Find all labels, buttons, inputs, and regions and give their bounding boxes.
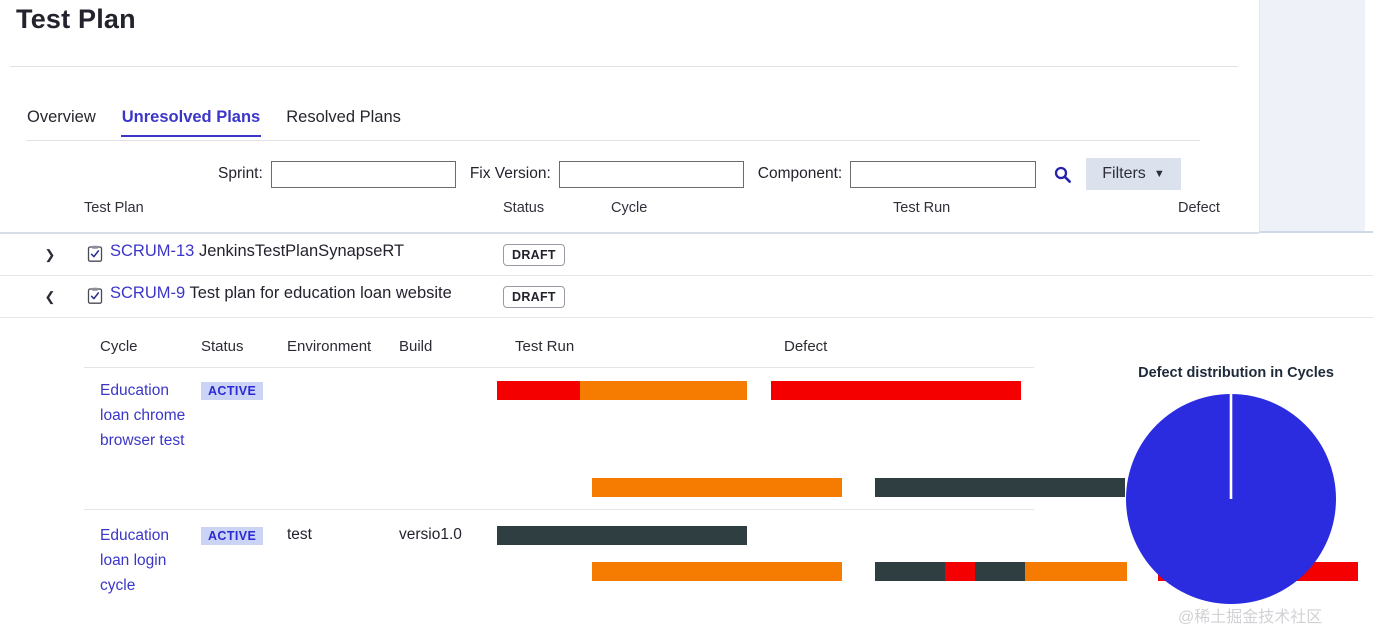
status-badge[interactable]: DRAFT [503,286,565,308]
plan-summary: Test plan for education loan website [189,284,452,302]
column-header-test-plan: Test Plan [84,200,144,216]
page-title: Test Plan [16,4,136,34]
filters-button[interactable]: Filters ▼ [1086,158,1181,190]
plan-key: SCRUM-13 [110,242,195,260]
search-icon[interactable] [1050,162,1074,186]
chart-title: Defect distribution in Cycles [1138,365,1334,381]
progress-segment-1 [875,478,1125,497]
plan-link[interactable]: SCRUM-9 Test plan for education loan web… [110,284,452,303]
cycle-build: versio1.0 [399,526,462,543]
table-row[interactable]: ❯ SCRUM-13 JenkinsTestPlanSynapseRT DRAF… [0,234,1373,497]
sprint-input[interactable] [270,160,456,188]
component-label: Component: [757,165,843,182]
fix-version-label: Fix Version: [469,165,551,182]
cycle-testrun-progress-bar[interactable] [497,381,747,400]
subcolumn-header-test-run: Test Run [515,338,575,355]
cycle-row[interactable]: Education loan chrome browser test ACTIV… [84,378,1034,510]
chevron-right-icon[interactable]: ❯ [44,247,56,262]
progress-segment-1 [592,478,842,497]
filter-bar: Sprint: Fix Version: Component: Filters … [218,158,1181,190]
row-divider [0,275,1373,276]
tab-unresolved-plans[interactable]: Unresolved Plans [120,108,262,137]
cycle-link[interactable]: Education loan login cycle [100,527,169,594]
column-header-test-run: Test Run [893,200,951,216]
subcolumn-header-defect: Defect [784,338,828,355]
right-side-panel [1259,0,1365,232]
defect-distribution-chart: Defect distribution in Cycles [1120,360,1350,625]
cycle-subtable: Cycle Status Environment Build Test Run … [84,326,1034,370]
subcolumn-header-cycle: Cycle [100,338,138,355]
subtable-header-divider [84,367,1034,368]
cycle-status-badge[interactable]: ACTIVE [201,382,264,400]
cycle-defect-progress-bar[interactable] [771,526,1021,545]
testrun-progress-bar[interactable] [875,478,1125,497]
title-divider [10,66,1238,67]
cycle-environment: test [287,526,312,543]
progress-segment-2 [945,562,976,581]
watermark: @稀土掘金技术社区 [1178,609,1323,626]
cycle-progress-bar[interactable] [592,478,842,497]
cycle-subtable-header: Cycle Status Environment Build Test Run … [84,326,1034,370]
cycle-progress-bar[interactable] [592,562,842,581]
chevron-down-icon: ▼ [1153,168,1165,180]
plan-link[interactable]: SCRUM-13 JenkinsTestPlanSynapseRT [110,242,404,261]
subcolumn-header-environment: Environment [287,338,372,355]
sprint-label: Sprint: [218,165,263,182]
row-divider [0,317,1373,318]
progress-segment-1 [771,381,1021,400]
filters-button-label: Filters [1102,165,1146,182]
cycle-row[interactable]: Education loan login cycle ACTIVE test v… [84,523,1034,628]
cycle-testrun-progress-bar[interactable] [497,526,747,545]
fix-version-input[interactable] [558,160,744,188]
column-header-cycle: Cycle [611,200,648,216]
tab-resolved-plans[interactable]: Resolved Plans [286,108,401,126]
tab-bar: Overview Unresolved Plans Resolved Plans [26,108,402,140]
plan-summary: JenkinsTestPlanSynapseRT [198,242,405,260]
test-plan-clipboard-icon[interactable] [86,245,104,263]
test-plan-clipboard-icon[interactable] [86,287,104,305]
right-side-panel-edge [1259,231,1373,233]
cycle-link[interactable]: Education loan chrome browser test [100,382,186,449]
progress-segment-1 [875,562,946,581]
table-header-divider [0,232,1259,234]
column-header-status: Status [503,200,545,216]
cycle-defect-progress-bar[interactable] [771,381,1021,400]
progress-segment-4 [1024,562,1127,581]
progress-segment-1 [497,526,747,545]
progress-segment-1 [592,562,842,581]
pie-chart[interactable] [1125,393,1337,605]
component-input[interactable] [850,160,1037,188]
chevron-down-icon[interactable]: ❮ [44,289,56,304]
column-header-defect: Defect [1178,200,1220,216]
progress-segment-2 [580,381,747,400]
progress-segment-3 [975,562,1025,581]
progress-segment-1 [497,381,580,400]
table-row[interactable]: ❮ SCRUM-9 Test plan for education loan w… [0,276,1373,581]
testrun-progress-bar[interactable] [875,562,1127,581]
cycle-status-badge[interactable]: ACTIVE [201,527,264,545]
status-badge[interactable]: DRAFT [503,244,565,266]
subcolumn-header-status: Status [201,338,244,355]
tab-bar-divider [26,140,1200,141]
plan-key: SCRUM-9 [110,284,186,302]
subcolumn-header-build: Build [399,338,433,355]
table-header: Test Plan Status Cycle Test Run Defect [0,198,1259,224]
tab-overview[interactable]: Overview [27,108,96,126]
subrow-divider [84,509,1034,510]
